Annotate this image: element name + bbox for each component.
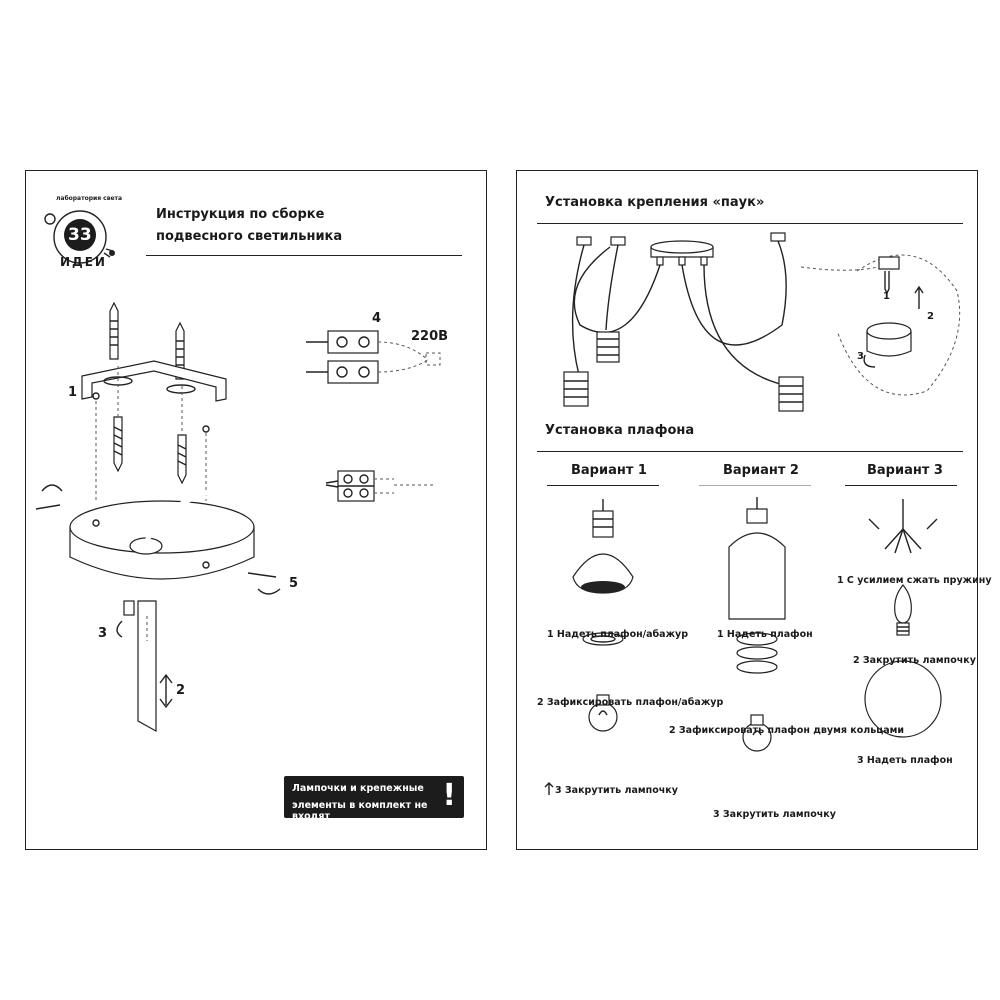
variant-1-step-1: 1 Надеть плафон/абажур (547, 629, 689, 640)
logo-word: ИДЕИ (60, 255, 107, 269)
variant-1-socket (592, 499, 614, 538)
logo-number: 33 (68, 225, 92, 245)
variant-2-title: Вариант 2 (723, 463, 799, 478)
shade-section-title: Установка плафона (545, 423, 695, 438)
suspension-tube (137, 600, 157, 733)
logo-arc-text: лаборатория света (56, 195, 123, 202)
screw-left (113, 416, 123, 473)
ceiling-canopy (69, 500, 255, 580)
notice-box: Лампочки и крепежные элементы в комплект… (284, 776, 464, 822)
dowel-left (109, 301, 119, 360)
variant-3-step-1: 1 С усилием сжать пружину (837, 575, 992, 586)
detail-label-2: 2 (927, 311, 934, 322)
terminal-block-lower (337, 470, 434, 502)
variant-2-step-3: 3 Закрутить лампочку (713, 809, 836, 820)
variant-2-rings (736, 632, 778, 674)
variant-2-step-2: 2 Зафиксировать плафон двумя кольцами (669, 725, 905, 736)
logo-emblem (44, 210, 115, 264)
assembly-drawing (35, 301, 441, 733)
instruction-title-line2: подвесного светильника (156, 229, 343, 244)
detail-label-1: 1 (883, 291, 890, 302)
shade-rule (537, 451, 963, 452)
variant-1-bulb (588, 694, 618, 732)
variant-1-rule (547, 485, 659, 486)
variant-1-ring (582, 632, 624, 646)
variant-1-step-3: 3 Закрутить лампочку (555, 785, 678, 796)
variant-3-title: Вариант 3 (867, 463, 943, 478)
notice-line1: Лампочки и крепежные (292, 783, 424, 794)
variant-3-bulb (894, 584, 912, 636)
height-adjust-arrow (159, 673, 173, 709)
variant-1-title: Вариант 1 (571, 463, 647, 478)
detail-label-3: 3 (857, 351, 864, 362)
mounting-bracket (81, 360, 227, 402)
socket-1 (596, 331, 620, 363)
variant-2-bulb (742, 714, 772, 752)
label-2: 2 (176, 683, 186, 698)
spider-drawing (563, 232, 961, 412)
terminal-block-upper (306, 330, 441, 384)
variant-1-shade (572, 553, 634, 594)
label-3: 3 (98, 626, 108, 641)
label-1: 1 (68, 385, 78, 400)
warning-icon: ! (442, 778, 456, 813)
right-page: Установка крепления «паук» (516, 170, 992, 850)
left-page: лаборатория света 33 ИДЕИ Инструкция по … (25, 170, 487, 850)
variant-3-step-3: 3 Надеть плафон (857, 755, 953, 766)
instruction-title-line1: Инструкция по сборке (156, 207, 325, 222)
spider-section-title: Установка крепления «паук» (545, 195, 765, 210)
rotate-arrow-right (257, 588, 281, 595)
variant-1-step-2: 2 Зафиксировать плафон/абажур (537, 697, 724, 708)
variant-2-rule (699, 485, 811, 486)
shade-variants-drawing (544, 497, 942, 795)
variant-3-step-2: 2 Закрутить лампочку (853, 655, 976, 666)
variant-2-step-1: 1 Надеть плафон (717, 629, 813, 640)
variant-2-shade (728, 532, 786, 620)
socket-3 (778, 376, 804, 412)
variant-3-rule (845, 485, 957, 486)
notice-line2: элементы в комплект не входят (292, 800, 428, 822)
label-4: 4 (372, 311, 382, 326)
variant-3-spring (868, 499, 938, 554)
socket-2 (563, 371, 589, 407)
variant-2-socket (746, 497, 768, 524)
screw-right (177, 434, 187, 485)
rotate-arrow-left (41, 484, 63, 492)
variant-3-globe (864, 660, 942, 738)
brand-logo: лаборатория света 33 ИДЕИ (40, 193, 123, 273)
voltage-label: 220В (411, 329, 449, 344)
label-5: 5 (289, 576, 299, 591)
title-rule (146, 255, 462, 256)
spider-rule (537, 223, 963, 224)
